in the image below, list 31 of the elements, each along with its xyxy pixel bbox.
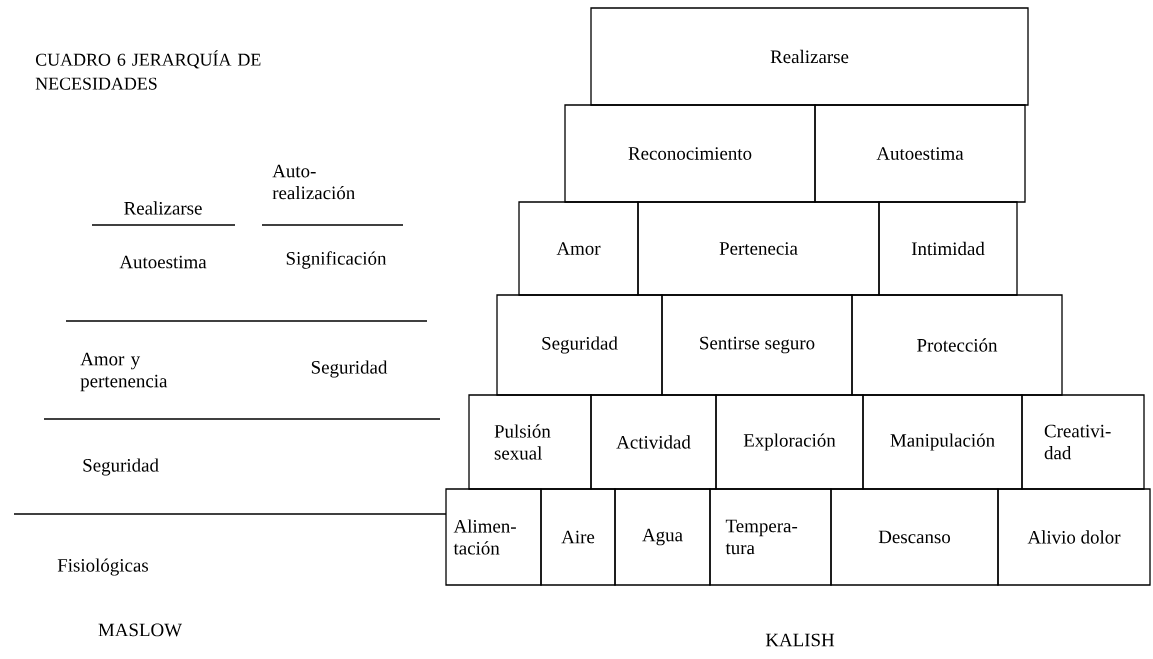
level-label: Autoestima <box>119 255 207 269</box>
pyramid-box: Creativi- dad <box>1021 394 1145 490</box>
pyramid-box: Tempera- tura <box>709 488 832 586</box>
pyramid-box: Amor <box>518 201 639 296</box>
pyramid-box: Alimen- tación <box>445 488 542 586</box>
level-label: Amor y pertenencia <box>80 352 168 392</box>
pyramid-box: Pertenecia <box>637 201 880 296</box>
pyramid-box: Protección <box>851 294 1063 396</box>
pyramid-box: Reconocimiento <box>564 104 816 203</box>
level-label: Fisiológicas <box>57 558 149 576</box>
author-label: KALISH <box>765 633 835 647</box>
pyramid-box: Alivio dolor <box>997 488 1151 586</box>
level-label: Significación <box>286 251 387 269</box>
title: CUADRO 6 JERARQUÍA DE NECESIDADES <box>35 50 261 90</box>
author-label: MASLOW <box>98 623 182 637</box>
level-label: Realizarse <box>124 201 202 215</box>
level-label: Seguridad <box>83 458 159 476</box>
pyramid-box: Agua <box>614 488 711 586</box>
pyramid-box: Realizarse <box>590 7 1029 106</box>
pyramid-box: Aire <box>540 488 616 586</box>
pyramid-box: Intimidad <box>878 201 1018 296</box>
pyramid-box: Seguridad <box>496 294 663 396</box>
pyramid-box: Pulsión sexual <box>468 394 592 490</box>
pyramid-box: Manipulación <box>862 394 1023 490</box>
level-label: Auto- realización <box>272 164 355 200</box>
pyramid-box: Autoestima <box>814 104 1026 203</box>
pyramid-box: Actividad <box>590 394 717 490</box>
pyramid-box: Exploración <box>715 394 864 490</box>
pyramid-box: Descanso <box>830 488 999 586</box>
level-label: Seguridad <box>311 360 388 378</box>
pyramid-box: Sentirse seguro <box>661 294 853 396</box>
